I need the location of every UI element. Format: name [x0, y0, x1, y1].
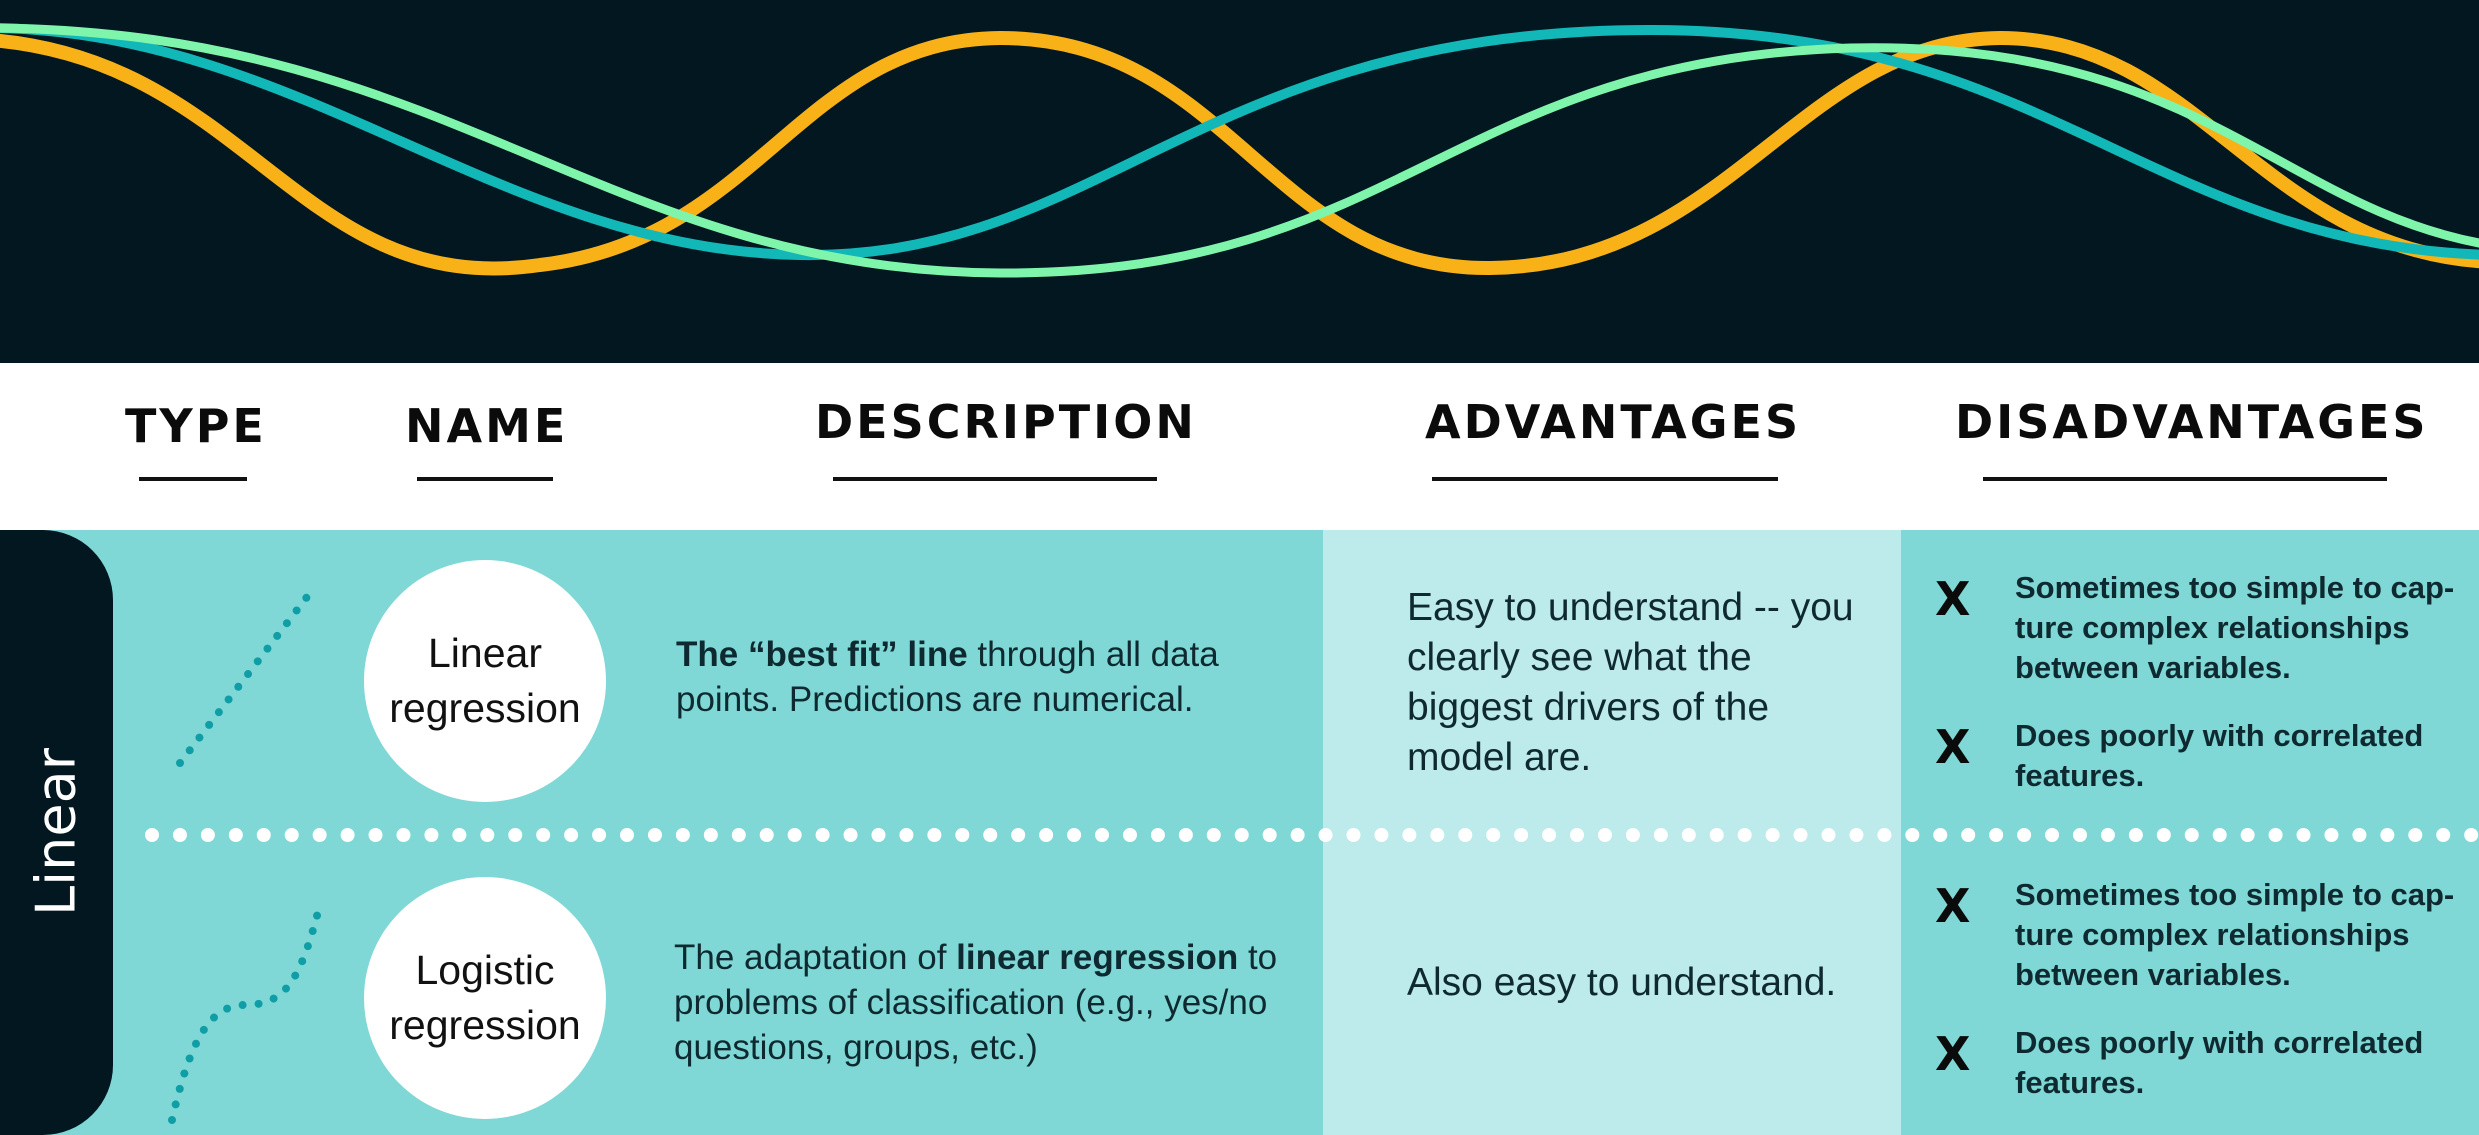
table-header: TYPE NAME DESCRIPTION ADVANTAGES DISADVA… — [0, 363, 2479, 530]
table-body: Linear Linear regression The “best fit” … — [0, 530, 2479, 1135]
row-2-disadvantage-text: Does poorly with correlated features. — [2015, 1025, 2424, 1100]
row-1-advantage: Easy to understand -- you clearly see wh… — [1407, 586, 1854, 779]
row-1-disadvantages: X Sometimes too simple to cap-ture compl… — [1901, 530, 2479, 1135]
advantages-header: ADVANTAGES — [1425, 395, 1798, 481]
row-1-disadvantage-text: Sometimes too simple to cap-ture complex… — [2015, 570, 2455, 685]
row-1-disadvantage-text: Does poorly with correlated features. — [2015, 718, 2424, 793]
x-mark-icon: X — [1935, 720, 1971, 774]
description-header: DESCRIPTION — [815, 395, 1194, 481]
row-separator — [145, 828, 2479, 842]
row-2-advantage: Also easy to understand. — [1407, 961, 1837, 1004]
row-1-description: The “best fit” line through all data poi… — [676, 632, 1236, 722]
name-header: NAME — [405, 399, 565, 481]
row-2-name-circle: Logistic regression — [364, 877, 606, 1119]
row-2-description: The adaptation of linear regression to p… — [674, 935, 1294, 1070]
x-mark-icon: X — [1935, 879, 1971, 933]
type-header: TYPE — [125, 399, 264, 481]
row-1-name-circle: Linear regression — [364, 560, 606, 802]
green-wave — [0, 23, 2479, 278]
group-label: Linear — [24, 748, 88, 916]
type-header-underline — [138, 477, 247, 481]
row-2-disadvantages: X Sometimes too simple to cap-ture compl… — [1901, 530, 2479, 1135]
advantages-header-underline — [1432, 477, 1778, 481]
x-mark-icon: X — [1935, 572, 1971, 626]
wave-lines-graphic — [0, 23, 2479, 278]
name-header-underline — [417, 477, 553, 481]
linear-dotted-line-icon — [176, 589, 314, 767]
row-2-description-pre: The adaptation of — [674, 938, 957, 977]
row-1-description-rest: through all data points. Predictions are… — [676, 635, 1219, 719]
row-2-name: Logistic regression — [389, 947, 581, 1048]
disadvantages-header-underline — [1983, 477, 2387, 481]
wave-banner — [0, 0, 2479, 363]
orange-wave — [0, 30, 2479, 276]
row-1-name: Linear regression — [389, 630, 581, 731]
teal-wave — [0, 23, 2479, 261]
logistic-s-curve-icon — [168, 908, 322, 1124]
x-mark-icon: X — [1935, 1027, 1971, 1081]
disadvantages-header: DISADVANTAGES — [1955, 395, 2426, 481]
row-2-disadvantage-text: Sometimes too simple to cap-ture complex… — [2015, 877, 2455, 992]
description-header-underline — [833, 477, 1157, 481]
row-2-description-bold: linear regression — [956, 938, 1239, 977]
group-side-tab: Linear — [0, 530, 113, 1135]
row-2-description-post: to problems of classification (e.g., yes… — [674, 938, 1278, 1067]
row-1-description-bold: The “best fit” line — [676, 635, 968, 674]
